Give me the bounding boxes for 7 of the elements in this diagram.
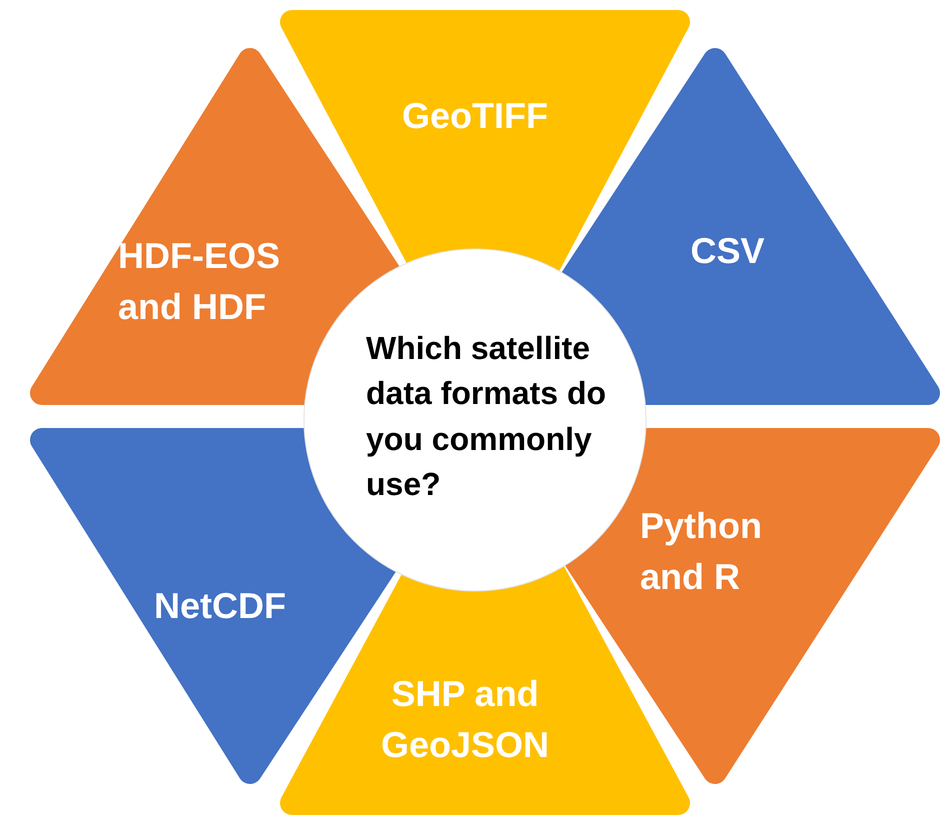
format-label: SHP and GeoJSON bbox=[380, 672, 550, 768]
format-label: HDF-EOS and HDF bbox=[118, 234, 281, 330]
format-label: GeoTIFF bbox=[401, 94, 549, 138]
format-label: Python and R bbox=[640, 504, 763, 600]
question-text: Which satellite data formats do you commonly use? bbox=[366, 329, 608, 504]
format-label: CSV bbox=[689, 229, 766, 273]
format-label: NetCDF bbox=[153, 584, 287, 628]
